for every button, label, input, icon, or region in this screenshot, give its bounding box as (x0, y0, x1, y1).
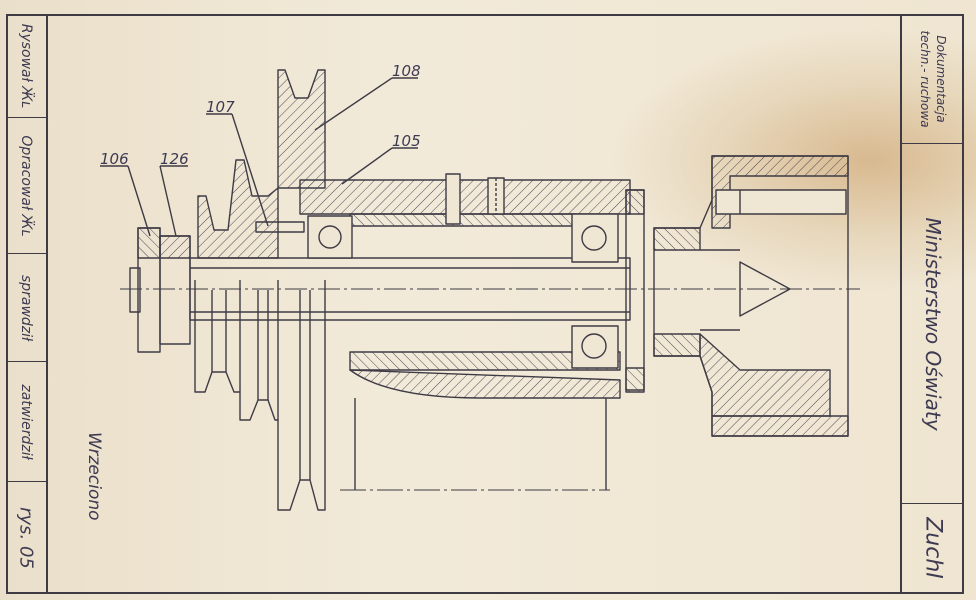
bearing-right-upper (571, 213, 619, 263)
callout-126: 126 (160, 150, 189, 168)
callout-108: 108 (392, 62, 421, 80)
drawing-frame (6, 14, 964, 594)
bearing-cover (625, 189, 645, 391)
leader-105-arrow (341, 147, 393, 185)
bearing-ball-right-upper (581, 225, 607, 251)
leader-108-arrow (314, 77, 393, 131)
callout-106: 106 (100, 150, 129, 168)
callout-107: 107 (206, 98, 235, 116)
cell-approved-by: zatwierdził (6, 362, 46, 482)
bearing-left-upper (307, 215, 353, 259)
main-shaft (189, 257, 631, 321)
cell-prepared-by: Opracował Ӝʟ (6, 118, 46, 254)
leader-126-arrow (159, 165, 177, 237)
bearing-ball-left-upper (318, 225, 342, 249)
bearing-ball-right-lower (581, 333, 607, 359)
center-point (739, 261, 791, 317)
ministry-text: Ministerstwo Oświaty (921, 216, 945, 431)
cell-drawn-by: Rysował Ӝʟ (6, 14, 46, 118)
callout-105: 105 (392, 132, 421, 150)
bearing-right-lower (571, 325, 619, 369)
cell-ministry: Ministerstwo Oświaty (902, 144, 964, 504)
housing-105-lower (349, 351, 621, 371)
shaft-end (129, 267, 141, 313)
leader-106-arrow (127, 165, 151, 237)
grease-fitting (445, 173, 461, 225)
housing-105-upper (299, 179, 631, 215)
pulley-108-section (277, 69, 326, 189)
right-title-strip: Dokumentacja techn.- ruchowa Ministerstw… (900, 14, 964, 594)
cell-author: ZuchI (902, 504, 964, 592)
documentation-type-text: Dokumentacja techn.- ruchowa (918, 29, 948, 128)
pin-107 (255, 221, 305, 233)
cell-checked-by: sprawdził (6, 254, 46, 362)
stepped-pulley-upper (197, 159, 279, 259)
left-title-strip: Rysował Ӝʟ Opracował Ӝʟ sprawdził zatwie… (6, 14, 48, 594)
cell-documentation-type: Dokumentacja techn.- ruchowa (902, 14, 964, 144)
chuck-jaw-screw (715, 189, 847, 215)
stepped-pulley-lower (194, 280, 326, 511)
author-text: ZuchI (920, 517, 946, 579)
